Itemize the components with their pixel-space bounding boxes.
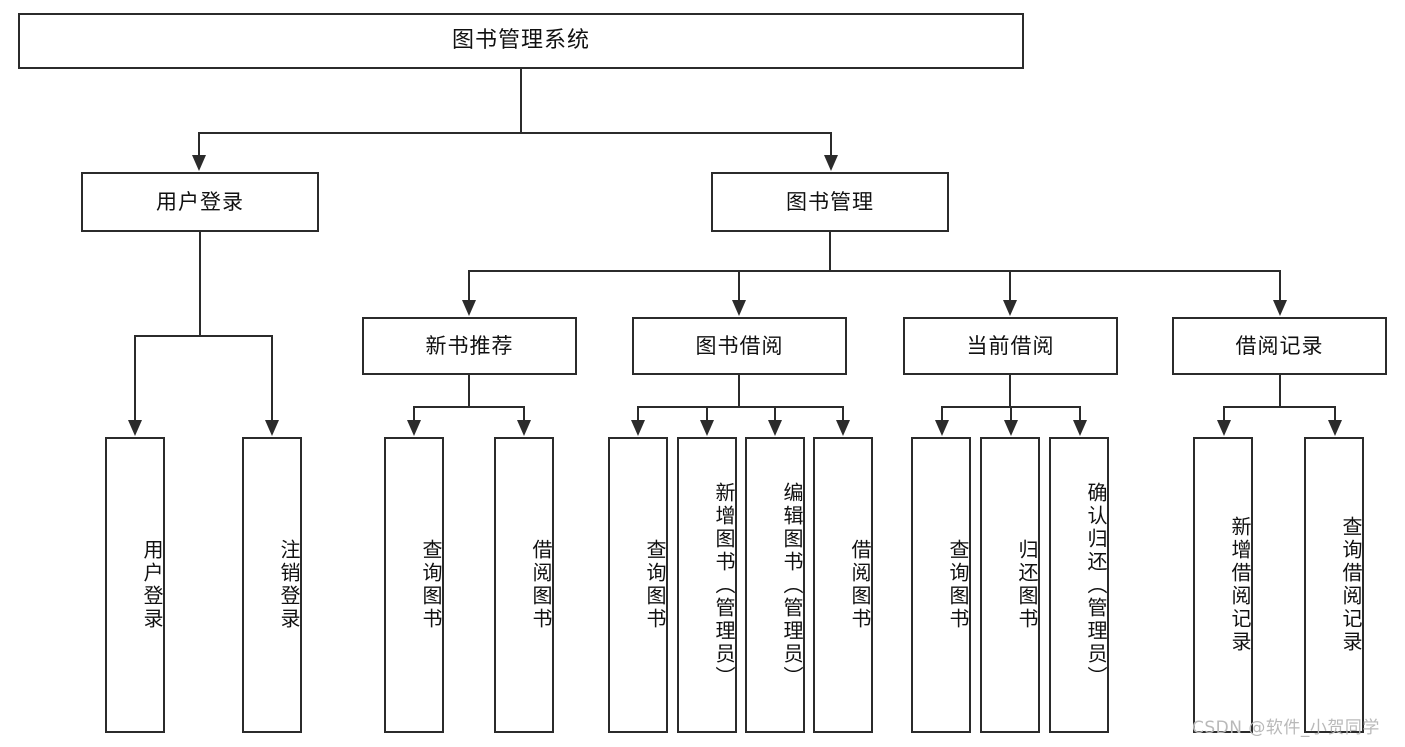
connector-new-book-drop-2 — [523, 406, 525, 422]
connector-book-mgmt-drop-4 — [1279, 270, 1281, 302]
connector-root-to-book-mgmt — [830, 132, 832, 157]
connector-book-borrow-bus — [637, 406, 843, 408]
arrowhead-new-book-leaf-2 — [517, 420, 531, 436]
connector-book-mgmt-drop-3 — [1009, 270, 1011, 302]
connector-borrow-record-bus — [1223, 406, 1335, 408]
node-label: 查询图书 — [419, 539, 443, 631]
node-user-login[interactable]: 用户登录 — [81, 172, 319, 232]
connector-book-mgmt-drop-1 — [468, 270, 470, 302]
node-book-management[interactable]: 图书管理 — [711, 172, 949, 232]
leaf-user-login-logout[interactable]: 注销登录 — [242, 437, 302, 733]
connector-book-mgmt-drop-2 — [738, 270, 740, 302]
arrowhead-book-borrow-leaf-4 — [836, 420, 850, 436]
arrowhead-current-borrow-leaf-3 — [1073, 420, 1087, 436]
connector-borrow-record-stem — [1279, 375, 1281, 406]
connector-book-borrow-drop-1 — [637, 406, 639, 422]
arrowhead-current-borrow-leaf-1 — [935, 420, 949, 436]
arrowhead-user-login-leaf-2 — [265, 420, 279, 436]
arrowhead-borrow-record-leaf-1 — [1217, 420, 1231, 436]
connector-new-book-drop-1 — [413, 406, 415, 422]
node-label: 图书管理系统 — [451, 28, 590, 54]
node-root-library-system[interactable]: 图书管理系统 — [18, 13, 1024, 69]
leaf-borrow-record-query-record[interactable]: 查询借阅记录 — [1304, 437, 1364, 733]
arrowhead-level3-new-book — [462, 300, 476, 316]
node-label: 图书借阅 — [695, 333, 784, 358]
node-label: 用户登录 — [156, 189, 244, 214]
connector-book-mgmt-stem — [829, 232, 831, 270]
connector-book-borrow-drop-4 — [842, 406, 844, 422]
leaf-borrow-record-add-record[interactable]: 新增借阅记录 — [1193, 437, 1253, 733]
node-label: 新书推荐 — [425, 333, 514, 358]
arrowhead-root-to-user-login — [192, 155, 206, 171]
connector-book-borrow-stem — [738, 375, 740, 406]
connector-user-login-stem — [199, 232, 201, 335]
csdn-watermark: CSDN @软件_小贺同学 — [1192, 718, 1380, 738]
leaf-new-book-query-book[interactable]: 查询图书 — [384, 437, 444, 733]
arrowhead-root-to-book-mgmt — [824, 155, 838, 171]
node-label: 查询借阅记录 — [1339, 516, 1363, 654]
arrowhead-new-book-leaf-1 — [407, 420, 421, 436]
arrowhead-level3-current-borrow — [1003, 300, 1017, 316]
connector-new-book-bus — [413, 406, 524, 408]
connector-root-to-user-login — [198, 132, 200, 157]
node-label: 新增借阅记录 — [1228, 516, 1252, 654]
node-label: 借阅记录 — [1235, 333, 1324, 358]
connector-user-login-drop-1 — [134, 335, 136, 422]
node-label: 新增图书（管理员） — [712, 481, 736, 689]
connector-current-borrow-stem — [1009, 375, 1011, 406]
arrowhead-book-borrow-leaf-3 — [768, 420, 782, 436]
connector-book-mgmt-bus — [468, 270, 1279, 272]
leaf-user-login-login[interactable]: 用户登录 — [105, 437, 165, 733]
node-label: 注销登录 — [277, 539, 301, 631]
leaf-current-borrow-query-book[interactable]: 查询图书 — [911, 437, 971, 733]
leaf-current-borrow-return-book[interactable]: 归还图书 — [980, 437, 1040, 733]
arrowhead-level3-borrow-record — [1273, 300, 1287, 316]
node-label: 查询图书 — [946, 539, 970, 631]
connector-current-borrow-drop-3 — [1079, 406, 1081, 422]
node-borrow-record[interactable]: 借阅记录 — [1172, 317, 1387, 375]
node-new-book-recommend[interactable]: 新书推荐 — [362, 317, 577, 375]
leaf-book-borrow-edit-book-admin[interactable]: 编辑图书（管理员） — [745, 437, 805, 733]
leaf-book-borrow-query-book[interactable]: 查询图书 — [608, 437, 668, 733]
arrowhead-borrow-record-leaf-2 — [1328, 420, 1342, 436]
node-label: 图书管理 — [786, 189, 874, 214]
node-label: 归还图书 — [1015, 539, 1039, 631]
connector-current-borrow-drop-1 — [941, 406, 943, 422]
connector-new-book-stem — [468, 375, 470, 406]
arrowhead-user-login-leaf-1 — [128, 420, 142, 436]
arrowhead-level3-borrow-book — [732, 300, 746, 316]
leaf-current-borrow-confirm-return-admin[interactable]: 确认归还（管理员） — [1049, 437, 1109, 733]
node-label: 当前借阅 — [966, 333, 1055, 358]
node-label: 借阅图书 — [529, 539, 553, 631]
arrowhead-book-borrow-leaf-1 — [631, 420, 645, 436]
connector-root-stem — [520, 69, 522, 132]
node-label: 查询图书 — [643, 539, 667, 631]
node-book-borrow[interactable]: 图书借阅 — [632, 317, 847, 375]
connector-book-borrow-drop-2 — [706, 406, 708, 422]
node-label: 用户登录 — [140, 539, 164, 631]
leaf-book-borrow-borrow-book[interactable]: 借阅图书 — [813, 437, 873, 733]
connector-current-borrow-drop-2 — [1010, 406, 1012, 422]
connector-book-borrow-drop-3 — [774, 406, 776, 422]
node-label: 确认归还（管理员） — [1084, 481, 1108, 689]
connector-root-bus — [198, 132, 832, 134]
node-current-borrow[interactable]: 当前借阅 — [903, 317, 1118, 375]
arrowhead-current-borrow-leaf-2 — [1004, 420, 1018, 436]
arrowhead-book-borrow-leaf-2 — [700, 420, 714, 436]
node-label: 借阅图书 — [848, 539, 872, 631]
connector-user-login-bus — [134, 335, 271, 337]
leaf-book-borrow-add-book-admin[interactable]: 新增图书（管理员） — [677, 437, 737, 733]
leaf-new-book-borrow-book[interactable]: 借阅图书 — [494, 437, 554, 733]
connector-user-login-drop-2 — [271, 335, 273, 422]
connector-borrow-record-drop-2 — [1334, 406, 1336, 422]
node-label: 编辑图书（管理员） — [780, 481, 804, 689]
connector-borrow-record-drop-1 — [1223, 406, 1225, 422]
